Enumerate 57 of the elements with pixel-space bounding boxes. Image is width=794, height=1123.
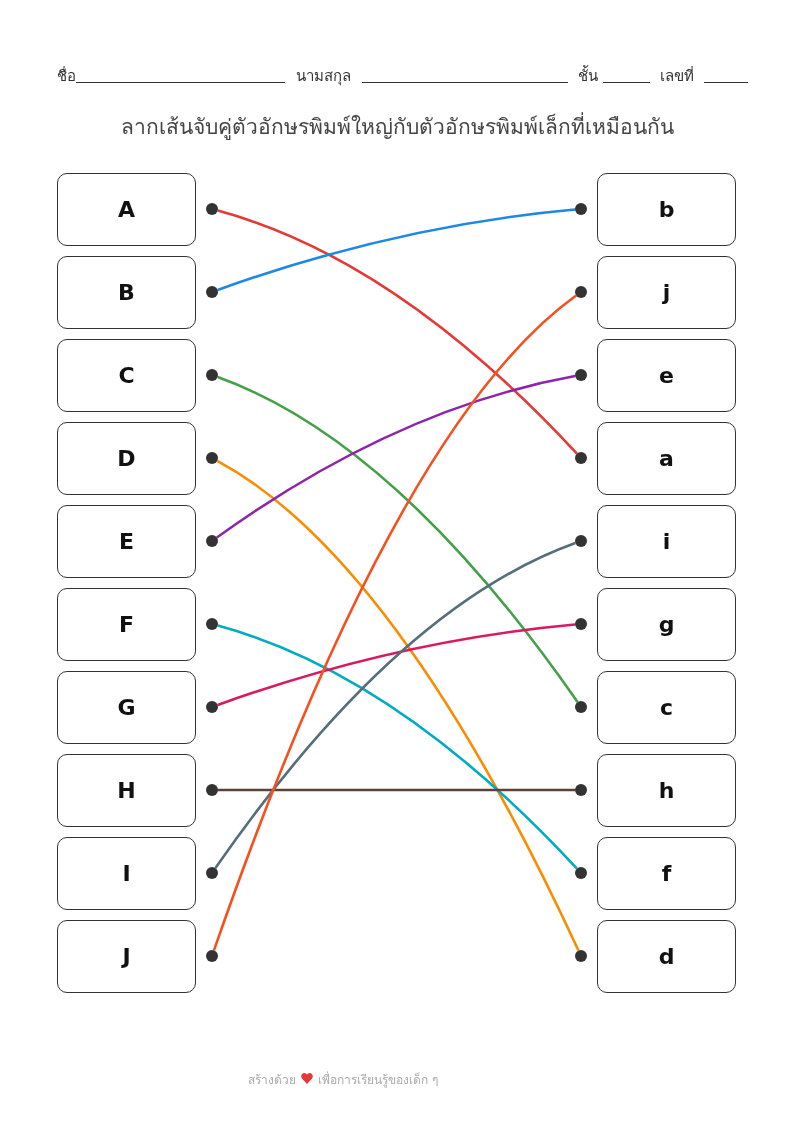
letter-card: c	[597, 671, 736, 744]
connection-dot	[575, 203, 587, 215]
connection-dot	[575, 701, 587, 713]
field-label: นามสกุล	[296, 66, 351, 88]
connection-dot	[575, 369, 587, 381]
letter-card: A	[57, 173, 196, 246]
letter-card: e	[597, 339, 736, 412]
matching-line	[217, 209, 578, 455]
footer-text: สร้างด้วย	[248, 1072, 296, 1089]
connection-dot	[206, 286, 218, 298]
field-label: ชั้น	[578, 64, 598, 87]
connection-dot	[206, 784, 218, 796]
field-label: ชื่อ	[57, 65, 76, 87]
letter-card: H	[57, 754, 196, 827]
matching-line	[217, 208, 576, 292]
footer-text: เพื่อการเรียนรู้ของเด็ก ๆ	[318, 1070, 438, 1089]
letter-card: d	[597, 920, 736, 993]
connection-dot	[575, 867, 587, 879]
letter-card: D	[57, 422, 196, 495]
connection-dot	[206, 452, 218, 464]
matching-line	[216, 459, 580, 952]
connection-dot	[575, 452, 587, 464]
connection-dot	[206, 867, 218, 879]
letter-card: a	[597, 422, 736, 495]
letter-card: I	[57, 837, 196, 910]
connection-dot	[575, 618, 587, 630]
matching-line	[214, 541, 576, 869]
letter-card: j	[597, 256, 736, 329]
letter-card: b	[597, 173, 736, 246]
letter-card: f	[597, 837, 736, 910]
letter-card: J	[57, 920, 196, 993]
letter-card: h	[597, 754, 736, 827]
letter-card: F	[57, 588, 196, 661]
connection-dot	[575, 950, 587, 962]
letter-card: C	[57, 339, 196, 412]
worksheet-title: ลากเส้นจับคู่ตัวอักษรพิมพ์ใหญ่กับตัวอักษรพิมพ์เล็กที่เหมือนกัน	[0, 110, 794, 143]
letter-card: B	[57, 256, 196, 329]
connection-dot	[575, 535, 587, 547]
letter-card: i	[597, 505, 736, 578]
matching-line	[218, 788, 575, 792]
connection-dot	[206, 701, 218, 713]
matching-line	[217, 375, 579, 703]
matching-line	[217, 623, 576, 707]
matching-line	[212, 294, 577, 951]
connection-dot	[206, 618, 218, 630]
field-label: เลขที่	[660, 65, 694, 87]
connection-dot	[206, 535, 218, 547]
connection-dot	[575, 784, 587, 796]
connection-dot	[206, 203, 218, 215]
letter-card: E	[57, 505, 196, 578]
matching-line	[216, 374, 576, 539]
matching-line	[217, 624, 578, 870]
connection-dot	[206, 369, 218, 381]
letter-card: G	[57, 671, 196, 744]
connection-dot	[575, 286, 587, 298]
connection-dot	[206, 950, 218, 962]
letter-card: g	[597, 588, 736, 661]
